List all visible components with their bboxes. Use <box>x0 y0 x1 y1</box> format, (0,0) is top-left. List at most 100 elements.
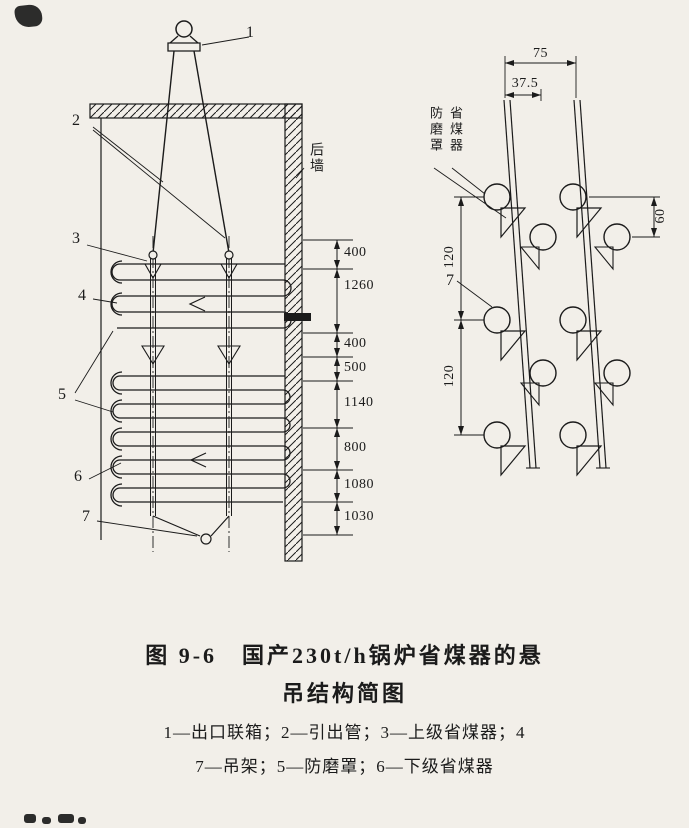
outlet-pipe-left <box>152 50 175 254</box>
rod-pin-circle <box>148 250 158 260</box>
dim-label-1030: 1030 <box>344 509 374 524</box>
part-label-5: 5 <box>58 386 66 403</box>
lower-economizer-coil <box>110 371 291 507</box>
dim-label-500: 500 <box>344 360 367 375</box>
wear-cover-brackets <box>500 207 614 477</box>
bottom-hanger-strut <box>152 515 201 537</box>
bottom-hanger-strut <box>210 515 230 537</box>
tube-circles <box>483 183 631 449</box>
print-artifact-bottom <box>42 817 51 824</box>
rod-pin-circle <box>224 250 234 260</box>
tube-circle <box>483 183 511 211</box>
wall-vertical-band <box>284 103 303 562</box>
tube-circle <box>529 359 557 387</box>
flow-chevron <box>189 452 207 468</box>
dim-label-1140: 1140 <box>344 395 374 410</box>
leader-2b <box>92 129 226 239</box>
strap-line <box>503 99 531 469</box>
dim-label-800: 800 <box>344 440 367 455</box>
tube-circle <box>529 223 557 251</box>
leader-economizer-label <box>451 167 486 195</box>
economizer-vertical-label: 省煤器 <box>448 106 463 154</box>
dim-label-120a: 120 <box>442 245 457 269</box>
lower-coil-serpentine <box>112 375 291 503</box>
dim-label-37-5: 37.5 <box>511 76 539 91</box>
strap-line <box>579 99 607 469</box>
wear-cover-bracket-small <box>519 382 540 407</box>
tube-circle <box>559 183 587 211</box>
upper-coil-serpentine <box>111 263 292 329</box>
wear-cap <box>110 455 123 479</box>
leader-5a <box>74 330 114 394</box>
wear-cover-bracket <box>576 207 603 239</box>
hanger-straps <box>503 99 610 469</box>
part-label-6: 6 <box>74 468 82 485</box>
tube-circle <box>483 421 511 449</box>
wear-cover-bracket <box>500 207 527 239</box>
rear-wall <box>89 103 305 562</box>
outlet-pipe-right <box>193 50 230 254</box>
tube-circle <box>483 306 511 334</box>
hanger-lug-large <box>217 345 241 366</box>
dim-label-60: 60 <box>653 208 668 224</box>
tube-circle <box>559 306 587 334</box>
header-circle <box>175 20 193 38</box>
leader-3 <box>86 244 148 262</box>
bottom-hanger-pin <box>200 533 212 545</box>
right-dimensions <box>433 56 660 436</box>
part-label-2: 2 <box>72 112 80 129</box>
dim-label-400b: 400 <box>344 336 367 351</box>
print-artifact-bottom <box>24 814 36 823</box>
support-beam <box>284 313 311 321</box>
hanger-lug-large <box>141 345 165 366</box>
leader-4 <box>92 298 118 304</box>
print-artifact-bottom <box>58 814 74 823</box>
wall-label-leader <box>295 167 305 179</box>
leader-7 <box>96 520 198 537</box>
wear-cover-bracket <box>576 445 603 477</box>
hanger-rods <box>141 236 241 552</box>
leader-5b <box>74 399 114 413</box>
part-label-4: 4 <box>78 287 86 304</box>
dim-label-75: 75 <box>533 46 548 61</box>
figure-caption-line2: 吊结构简图 <box>281 681 407 706</box>
header-body <box>167 42 201 52</box>
upper-economizer-coil <box>110 260 292 329</box>
rear-wall-label: 后墙 <box>308 142 323 174</box>
strap-line <box>573 99 601 469</box>
part-label-7-detail: 7 <box>446 272 454 289</box>
leader-wear-cover-label <box>433 167 507 219</box>
wear-cover-bracket <box>500 330 527 362</box>
wear-cap <box>110 371 123 395</box>
part-label-3: 3 <box>72 230 80 247</box>
leader-6 <box>88 462 122 480</box>
left-dimension-chain <box>303 239 353 536</box>
flow-chevron <box>188 296 206 312</box>
leader-1 <box>201 36 250 46</box>
strap-line <box>509 99 537 469</box>
dim-label-1080: 1080 <box>344 477 374 492</box>
leader-7-detail <box>456 280 493 308</box>
header-side-right <box>189 35 199 44</box>
outlet-header <box>167 20 201 52</box>
header-side-left <box>169 35 179 44</box>
tube-circle <box>603 359 631 387</box>
figure-legend-line2: 7—吊架；5—防磨罩；6—下级省煤器 <box>195 757 494 776</box>
print-artifact-bottom <box>78 817 86 824</box>
tube-circle <box>603 223 631 251</box>
part-label-7: 7 <box>82 508 90 525</box>
wear-cover-bracket <box>576 330 603 362</box>
wear-cover-bracket-small <box>593 246 614 271</box>
dim-label-400a: 400 <box>344 245 367 260</box>
leader-lines <box>74 36 250 537</box>
bottom-hanger <box>152 515 230 545</box>
wear-cap <box>110 483 123 507</box>
outlet-pipes <box>152 50 230 254</box>
wear-cover-vertical-label: 防磨罩 <box>428 106 443 154</box>
wear-cap <box>110 427 123 451</box>
wear-cap <box>110 292 123 316</box>
wear-cover-bracket-small <box>519 246 540 271</box>
wear-cap <box>110 260 123 284</box>
